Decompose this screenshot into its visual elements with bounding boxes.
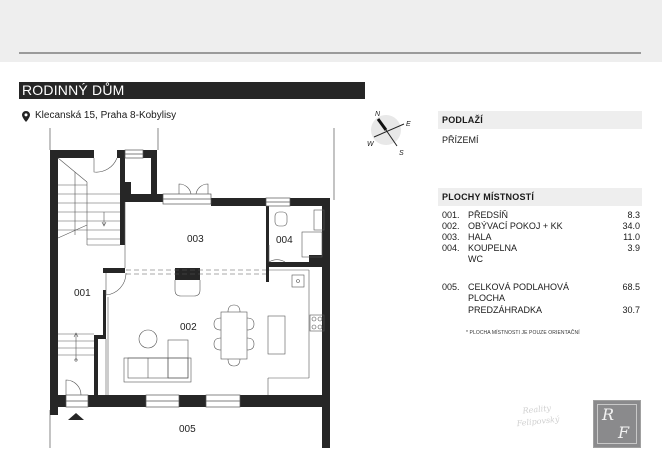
- staircase: [57, 157, 286, 396]
- brand-script-logo: Reality Felipovský: [516, 403, 560, 429]
- garden-value: 30.7: [622, 305, 640, 315]
- page-title: RODINNÝ DŮM: [22, 82, 125, 98]
- compass-west: W: [367, 141, 375, 148]
- room-number: 003.: [442, 232, 460, 242]
- address: Klecanská 15, Praha 8-Kobylisy: [22, 110, 176, 122]
- room-name: WC: [468, 254, 483, 264]
- table-row: 004. KOUPELNA 3.9: [442, 243, 640, 254]
- room-area: 3.9: [627, 243, 640, 253]
- area-note: * PLOCHA MÍSTNOSTI JE POUZE ORIENTAČNÍ: [466, 330, 580, 336]
- monogram-f: F: [618, 423, 630, 442]
- top-band: [0, 0, 662, 62]
- monogram-r: R: [602, 405, 615, 424]
- room-label-002: 002: [180, 322, 197, 333]
- table-row: 001. PŘEDSÍŇ 8.3: [442, 210, 640, 221]
- room-number: [442, 254, 468, 265]
- room-area: 11.0: [623, 232, 640, 242]
- room-area: 8.3: [627, 210, 640, 220]
- walls: [50, 150, 330, 448]
- table-row: 002. OBÝVACÍ POKOJ + KK 34.0: [442, 221, 640, 232]
- brand-monogram-logo: R F: [593, 400, 641, 448]
- areas-heading: PLOCHY MÍSTNOSTÍ: [438, 188, 642, 206]
- room-area: [600, 254, 640, 265]
- total-label: CELKOVÁ PODLAHOVÁ PLOCHA: [468, 282, 570, 303]
- room-label-004: 004: [276, 235, 293, 246]
- total-area-row: 005. CELKOVÁ PODLAHOVÁ PLOCHA 68.5: [442, 282, 640, 304]
- room-name: OBÝVACÍ POKOJ + KK: [468, 221, 563, 231]
- room-name: KOUPELNA: [468, 243, 518, 253]
- room-name: PŘEDSÍŇ: [468, 210, 509, 220]
- header-divider: [19, 52, 641, 54]
- compass-rose-icon: N E S W: [367, 111, 411, 157]
- room-label-005: 005: [179, 424, 196, 435]
- room-number: 002.: [442, 221, 460, 231]
- floor-plan: 001 002 003 004 005: [49, 128, 335, 448]
- garden-label: PREDZÁHRADKA: [468, 305, 543, 315]
- floor-value: PŘÍZEMÍ: [442, 135, 479, 145]
- room-label-003: 003: [187, 234, 204, 245]
- room-area: 34.0: [622, 221, 640, 231]
- room-number: 001.: [442, 210, 460, 220]
- address-text: Klecanská 15, Praha 8-Kobylisy: [35, 110, 177, 121]
- table-row: 003. HALA 11.0: [442, 232, 640, 243]
- bathroom-fixtures: [107, 209, 325, 395]
- map-pin-icon: [22, 110, 30, 122]
- table-row: WC: [442, 254, 640, 265]
- compass-east: E: [406, 121, 411, 128]
- compass-south: S: [399, 150, 404, 157]
- entrance-arrow-icon: [68, 413, 84, 420]
- room-name: HALA: [468, 232, 492, 242]
- floor-heading: PODLAŽÍ: [438, 111, 642, 129]
- total-number: 005.: [442, 282, 460, 292]
- garden-row: PREDZÁHRADKA 30.7: [442, 305, 640, 316]
- title-bar: RODINNÝ DŮM: [19, 82, 365, 99]
- room-label-001: 001: [74, 288, 91, 299]
- compass-north: N: [375, 111, 381, 118]
- total-value: 68.5: [622, 282, 640, 292]
- area-table: 001. PŘEDSÍŇ 8.3 002. OBÝVACÍ POKOJ + KK…: [442, 210, 640, 265]
- room-number: 004.: [442, 243, 460, 253]
